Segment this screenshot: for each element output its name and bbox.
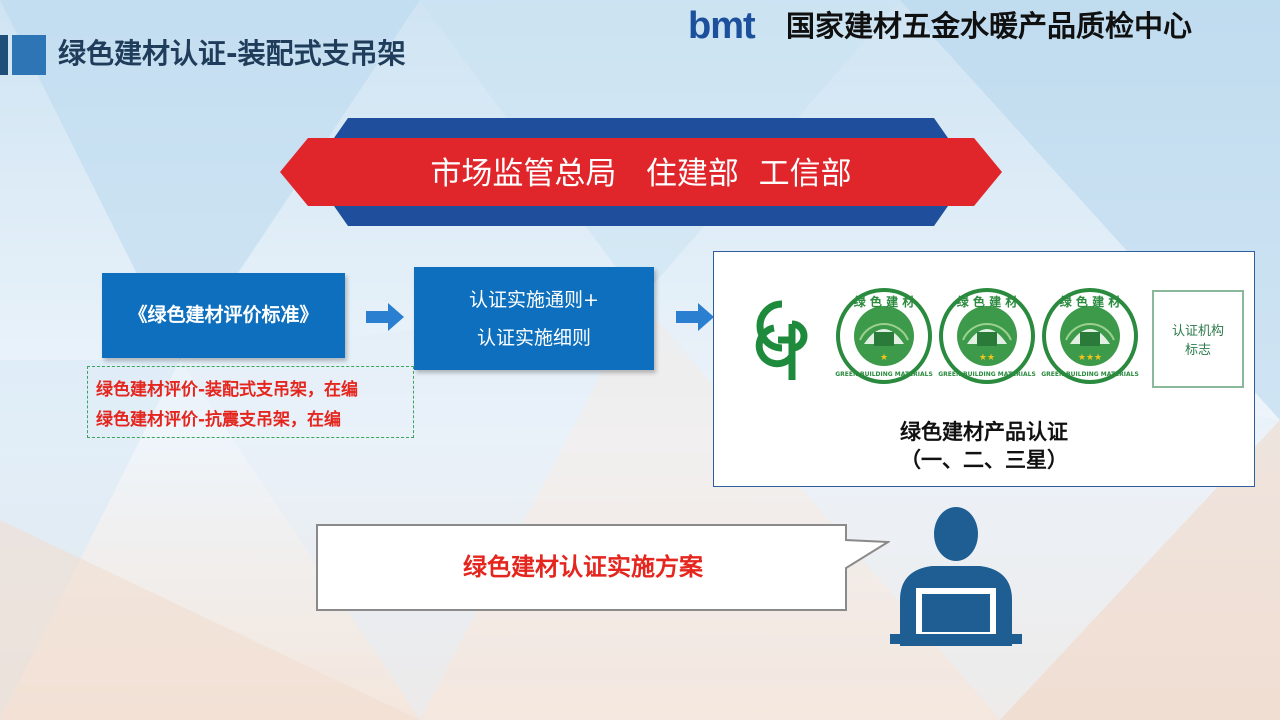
caption-line-1: 绿色建材产品认证 [900,420,1068,444]
org-mark-line-1: 认证机构 [1171,324,1224,339]
seal-bottom-text: GREEN BUILDING MATERIALS [938,371,1036,378]
person-laptop-icon [890,507,1022,646]
implementation-plan-text: 绿色建材认证实施方案 [463,553,703,581]
seal-bottom-text: GREEN BUILDING MATERIALS [1041,371,1139,378]
seal-top-text: 绿 色 建 材 [1060,294,1121,309]
authority-banner [280,118,1002,226]
seal-top-text: 绿 色 建 材 [854,294,915,309]
standard-label: 《绿色建材评价标准》 [128,304,319,326]
standard-box: 《绿色建材评价标准》 [102,273,345,358]
in-progress-item-2: 绿色建材评价-抗震支吊架，在编 [96,410,342,430]
banner-arrow-shape [280,138,1002,206]
title-accent-bar [0,35,8,75]
seal-stars: ★ [880,353,888,363]
title-accent-block [12,35,46,75]
org-mark-line-2: 标志 [1184,343,1211,358]
green-building-materials-seal-icon: 绿 色 建 材 GREEN BUILDING MATERIALS ★★ [938,288,1036,384]
green-building-materials-seal-icon: 绿 色 建 材 GREEN BUILDING MATERIALS ★★★ [1041,288,1139,384]
certification-caption: 绿色建材产品认证 （一、二、三星） [713,418,1255,474]
in-progress-standards: 绿色建材评价-装配式支吊架，在编 绿色建材评价-抗震支吊架，在编 [87,366,414,438]
arrow-right-icon [676,303,714,331]
seal-top-text: 绿 色 建 材 [957,294,1018,309]
green-building-materials-seal-icon: 绿 色 建 材 GREEN BUILDING MATERIALS ★ [835,288,933,384]
bmt-logo: bmt [688,4,756,48]
caption-line-2: （一、二、三星） [900,448,1068,472]
arrow-right-icon [366,303,404,331]
seal-stars: ★★ [979,353,995,363]
rules-line-2: 认证实施细则 [476,327,591,349]
implementation-rules-box: 认证实施通则+ 认证实施细则 [414,267,654,370]
certification-body-mark: 认证机构 标志 [1152,290,1244,388]
in-progress-item-1: 绿色建材评价-装配式支吊架，在编 [96,380,359,400]
rules-line-1: 认证实施通则+ [469,289,599,311]
organization-name: 国家建材五金水暖产品质检中心 [786,9,1193,43]
authority-names: 市场监管总局 住建部 工信部 [430,156,852,192]
bmt-logo-text: bmt [688,5,756,47]
seal-stars: ★★★ [1078,353,1102,363]
slide-title: 绿色建材认证-装配式支吊架 [58,37,406,70]
seal-bottom-text: GREEN BUILDING MATERIALS [835,371,933,378]
speech-bubble [316,524,890,611]
cgp-logo-icon [734,284,832,389]
